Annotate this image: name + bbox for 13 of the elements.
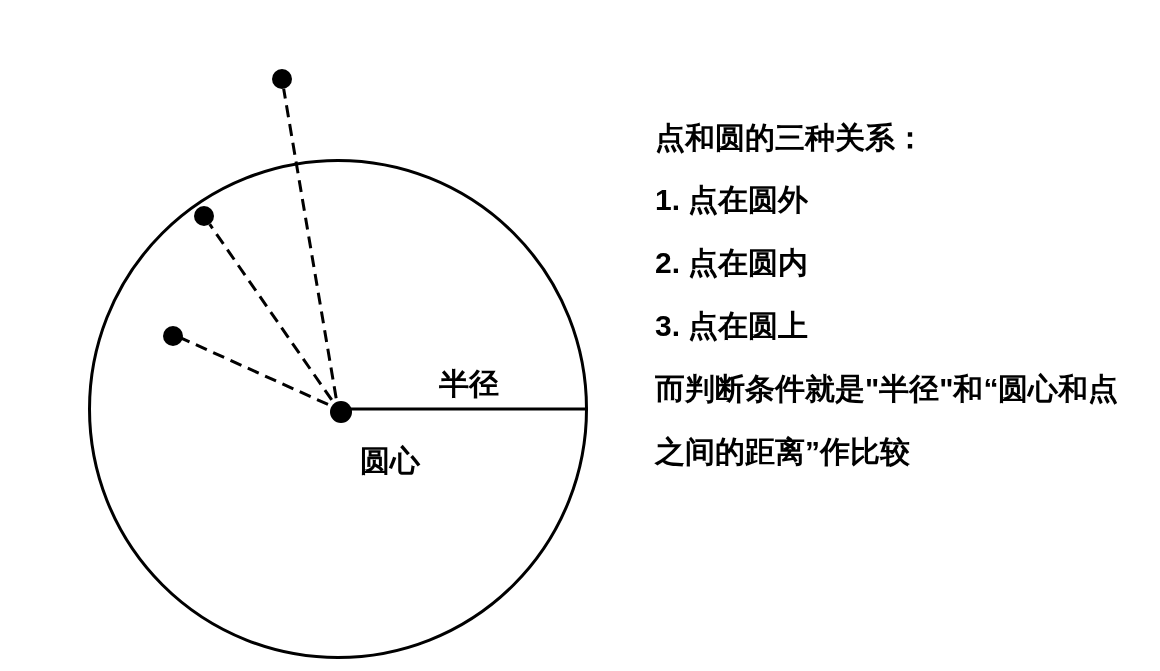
center-dot	[330, 401, 352, 423]
dashed-line	[282, 88, 338, 399]
paragraph: 而判断条件就是"半径"和“圆心和点之间的距离”作比较	[655, 371, 1120, 470]
line	[349, 407, 588, 411]
point-dot	[163, 326, 183, 346]
list-item: 1. 点在圆外	[655, 182, 810, 218]
dashed-line	[208, 223, 333, 401]
list-item: 3. 点在圆上	[655, 308, 810, 344]
list-item: 2. 点在圆内	[655, 245, 810, 281]
heading: 点和圆的三种关系：	[655, 120, 926, 156]
edge-label: 半径	[436, 366, 501, 402]
point-label: 圆心	[360, 443, 420, 479]
point-dot	[272, 69, 292, 89]
